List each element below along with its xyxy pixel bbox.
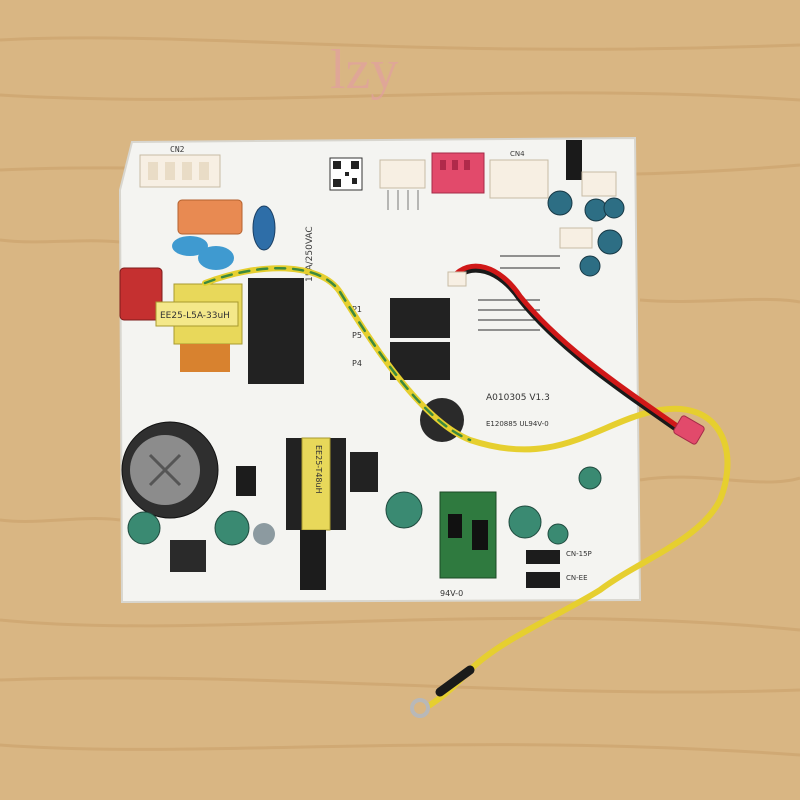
wire-red-black xyxy=(449,263,683,435)
capacitor-blue-1 xyxy=(172,236,208,256)
varistor-blue xyxy=(252,205,276,251)
connector-cnee xyxy=(526,572,560,588)
switch-black xyxy=(566,140,582,180)
heatsink-small xyxy=(350,452,378,492)
connector-cn2 xyxy=(139,154,221,188)
wire-yellow-green xyxy=(202,265,731,708)
connector-cn4 xyxy=(489,159,549,199)
relay-small-2 xyxy=(390,342,450,380)
label-cn4: CN4 xyxy=(510,150,525,158)
connector-mid-right xyxy=(559,227,593,249)
wire-connector-white xyxy=(447,271,467,287)
wire-connector-red xyxy=(673,415,705,445)
connector-white-top xyxy=(379,159,426,210)
fuse-orange xyxy=(177,199,243,235)
capacitor-large xyxy=(121,421,219,519)
label-transformer-1: EE25-L5A-33uH xyxy=(160,311,230,321)
label-p4: P4 xyxy=(352,359,362,368)
label-p1: P1 xyxy=(352,305,362,314)
label-p5: P5 xyxy=(352,331,362,340)
connector-red-top xyxy=(431,152,485,194)
label-transformer-2: EE25-T48uH xyxy=(314,445,323,494)
label-model: A010305 V1.3 xyxy=(486,393,550,403)
watermark-text: lzy xyxy=(330,39,398,101)
transformer-2 xyxy=(286,437,346,531)
relay-small-1 xyxy=(390,298,450,338)
capacitor-blue-2 xyxy=(198,246,234,270)
regulator xyxy=(170,540,206,572)
qr-pattern xyxy=(333,161,359,187)
small-capacitors-top-right xyxy=(547,190,625,277)
connector-right-small xyxy=(581,171,617,197)
label-cn15p: CN-15P xyxy=(566,550,592,558)
label-cnee: CN-EE xyxy=(566,574,588,582)
label-rating: 94V-0 xyxy=(440,589,463,598)
label-vac: 15A/250VAC xyxy=(305,226,315,282)
relay-large xyxy=(248,278,304,384)
transformer-1 xyxy=(155,283,243,372)
label-cn2: CN2 xyxy=(170,145,185,154)
ic-8pin xyxy=(236,466,256,496)
ring-terminal xyxy=(410,698,430,718)
ic-dip xyxy=(300,530,326,590)
connector-cn15p xyxy=(526,550,560,564)
capacitors-green xyxy=(127,466,602,546)
wire-sleeve-black xyxy=(435,665,475,697)
label-certif: E120885 UL94V-0 xyxy=(486,420,549,428)
daughter-board-parts xyxy=(448,514,488,550)
capacitor-red-x2 xyxy=(119,267,163,321)
